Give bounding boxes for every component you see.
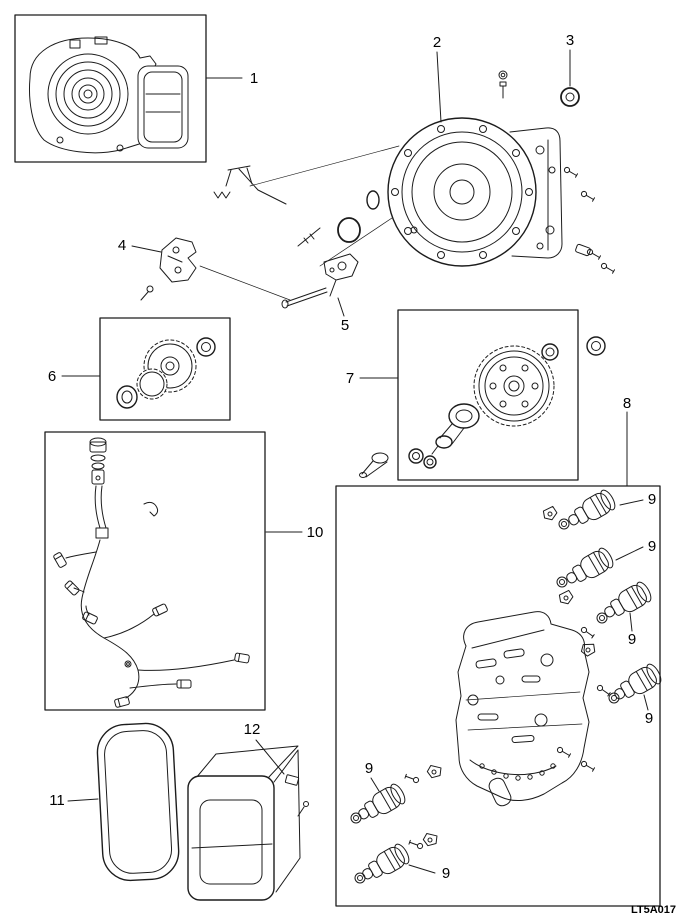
callout-1: 1	[250, 70, 258, 87]
callout-4: 4	[118, 237, 126, 254]
callout-5: 5	[341, 317, 349, 334]
solenoid-2	[561, 545, 617, 591]
callout-9e: 9	[365, 760, 373, 777]
solenoid-4	[609, 661, 665, 707]
callout-9d-leader	[643, 694, 649, 711]
callout-9e-leader	[370, 777, 380, 792]
callout-2: 2	[433, 34, 441, 51]
callout-9f: 9	[442, 865, 450, 882]
solenoid-5	[353, 781, 409, 827]
part-11-gasket	[96, 722, 180, 882]
part-7-differential	[359, 309, 606, 481]
part-1-transmission-assembly	[14, 14, 207, 163]
callout-9f-leader	[408, 864, 436, 874]
callout-4-leader	[131, 245, 162, 253]
callout-6: 6	[48, 368, 56, 385]
part-12-oil-pan	[187, 745, 309, 901]
callout-9c-leader	[629, 612, 633, 632]
callout-9c: 9	[628, 631, 636, 648]
part-4-bracket	[140, 237, 291, 301]
callout-8: 8	[623, 395, 631, 412]
solenoid-3	[599, 579, 655, 625]
callout-10: 10	[307, 524, 324, 541]
callout-3: 3	[566, 32, 574, 49]
part-5-shift-lever	[213, 165, 359, 309]
callout-9b: 9	[648, 538, 656, 555]
callout-9b-leader	[615, 546, 644, 561]
drawing-code: LT5A017	[631, 904, 676, 916]
solenoid-1	[563, 487, 619, 533]
callout-12: 12	[244, 721, 261, 738]
part-6-gear-set	[99, 317, 231, 421]
callout-5-leader	[337, 297, 345, 317]
part-10-harness-assembly	[44, 431, 266, 711]
part-8-valve-body-group	[335, 485, 665, 907]
callout-2-leader	[436, 51, 442, 123]
callout-11: 11	[49, 792, 65, 809]
callout-11-leader	[67, 798, 99, 802]
callouts: 1 2 3 4 5 6 7 8 9 9 9 9 9 9 10 11 12	[48, 32, 656, 882]
callout-9a: 9	[648, 491, 656, 508]
callout-9d: 9	[645, 710, 653, 727]
part-2-case-housing	[249, 70, 616, 275]
part-3-seal-ring	[560, 87, 580, 107]
callout-9a-leader	[619, 499, 644, 506]
solenoid-6	[357, 841, 413, 887]
callout-7: 7	[346, 370, 354, 387]
callout-12-leader	[255, 739, 285, 775]
valve-body-drawing	[455, 611, 590, 807]
